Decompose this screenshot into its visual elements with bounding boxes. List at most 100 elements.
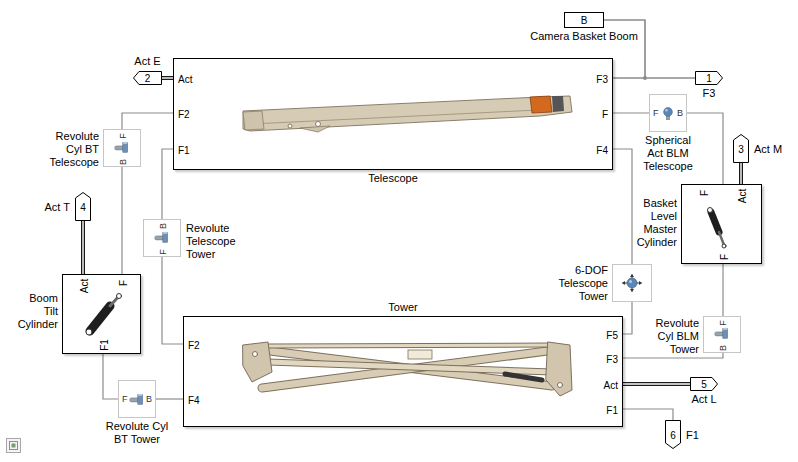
port-label: F	[117, 133, 130, 139]
hydraulic-cylinder	[708, 208, 727, 249]
hydraulic-cylinder	[86, 294, 122, 336]
port-number: 2	[145, 72, 151, 85]
revolute-joint-icon	[130, 394, 143, 405]
connection-line	[613, 149, 632, 264]
joint-block: Revolute Cyl BLM TowerFB	[703, 316, 741, 353]
connection-line	[613, 149, 632, 264]
port-label: F	[698, 190, 711, 196]
port-label: F3	[606, 353, 618, 366]
port-label: Act	[736, 189, 749, 203]
port-number: 5	[701, 378, 707, 391]
connection-line	[623, 382, 690, 386]
port-number: 4	[80, 200, 86, 213]
port-label: F2	[178, 108, 190, 121]
block-name: Spherical Act BLM Telescope	[638, 134, 698, 173]
port-label: F5	[606, 329, 618, 342]
connection-line	[122, 113, 173, 129]
telescope-illustration	[243, 96, 572, 132]
port-name: Act L	[691, 393, 716, 406]
port-label: B	[146, 393, 152, 406]
connection-line	[740, 163, 741, 184]
joint-block: Revolute Cyl BT TelescopeFB	[103, 129, 141, 167]
joint-block: Spherical Act BLM TelescopeFB	[649, 94, 687, 132]
connection-line	[103, 354, 118, 399]
signal-bus-line	[162, 78, 173, 79]
connection-line	[81, 221, 85, 274]
connection-line	[156, 399, 183, 400]
joint-block: Revolute Cyl BT TowerFB	[118, 380, 156, 418]
connection-line	[82, 221, 83, 274]
status-icon	[7, 439, 21, 453]
block-name: 6-DOF Telescope Tower	[554, 264, 608, 303]
block-name: Basket Level Master Cylinder	[627, 197, 677, 249]
connection-line	[162, 149, 173, 219]
connection-line	[162, 76, 173, 80]
port-label: F	[157, 249, 170, 255]
connection-line	[722, 264, 723, 316]
connection-line	[623, 302, 632, 334]
connection-line	[103, 354, 118, 399]
port-label: Act	[78, 279, 91, 293]
revolute-joint-icon	[715, 328, 728, 339]
connection-line	[623, 383, 690, 384]
connection-port: 6F1	[665, 420, 681, 449]
connection-line	[604, 20, 695, 78]
connection-port: 5Act L	[690, 377, 718, 391]
port-label: B	[117, 159, 130, 165]
port-name: F1	[686, 428, 699, 441]
connection-port: 4Act T	[75, 192, 91, 221]
connection-line	[162, 149, 173, 219]
connection-line	[723, 264, 724, 316]
port-label: B	[677, 107, 683, 120]
from-block: BCamera Basket Boom	[564, 12, 604, 28]
block-name: Tower	[388, 301, 417, 314]
port-label: F3	[596, 73, 608, 86]
subsystem-block: TelescopeActF2F1F3FF4	[173, 58, 613, 170]
revolute-joint-icon	[155, 232, 168, 243]
signal-bus-line	[741, 163, 742, 184]
port-label: F1	[606, 404, 618, 417]
block-name: Camera Basket Boom	[530, 30, 638, 43]
port-number: 3	[738, 142, 744, 155]
connection-line	[687, 113, 723, 184]
port-label: Act	[178, 73, 192, 86]
connection-line	[739, 163, 743, 184]
connection-line	[162, 77, 173, 78]
port-label: F1	[178, 144, 190, 157]
subsystem-block: TowerF2F4F5F3ActF1	[183, 316, 623, 427]
port-outline	[76, 193, 91, 221]
connection-line	[122, 167, 123, 274]
connection-line	[604, 20, 645, 78]
connection-line	[604, 20, 695, 78]
connection-line	[613, 113, 649, 114]
block-name: Revolute Cyl BT Telescope	[45, 130, 99, 169]
joint-block: Revolute Telescope TowerBF	[143, 219, 181, 257]
connection-port: 1F3	[695, 71, 723, 85]
signal-bus-line	[623, 384, 690, 385]
port-name: F3	[703, 87, 716, 100]
connection-line	[623, 409, 673, 420]
joint-block: 6-DOF Telescope Tower	[612, 264, 652, 302]
block-name: Boom Tilt Cylinder	[14, 292, 58, 331]
connection-line	[623, 409, 673, 420]
port-outline	[666, 421, 681, 449]
connection-line	[162, 257, 183, 344]
port-label: F	[122, 393, 128, 406]
port-label: B	[717, 345, 730, 351]
cylinder-block: Boom Tilt CylinderActFF1	[62, 274, 141, 354]
port-label: F4	[188, 394, 200, 407]
port-number: 1	[706, 72, 712, 85]
connection-line	[604, 20, 645, 78]
connection-line	[613, 112, 649, 113]
port-label: Act	[604, 379, 618, 392]
port-label: F	[653, 107, 659, 120]
connection-port: 3Act M	[733, 134, 749, 163]
port-name: Act T	[45, 200, 70, 213]
port-label: F4	[596, 144, 608, 157]
connection-line	[162, 257, 183, 344]
port-label: F	[718, 254, 731, 260]
port-outline	[696, 72, 723, 85]
six-dof-joint-icon	[622, 274, 642, 292]
